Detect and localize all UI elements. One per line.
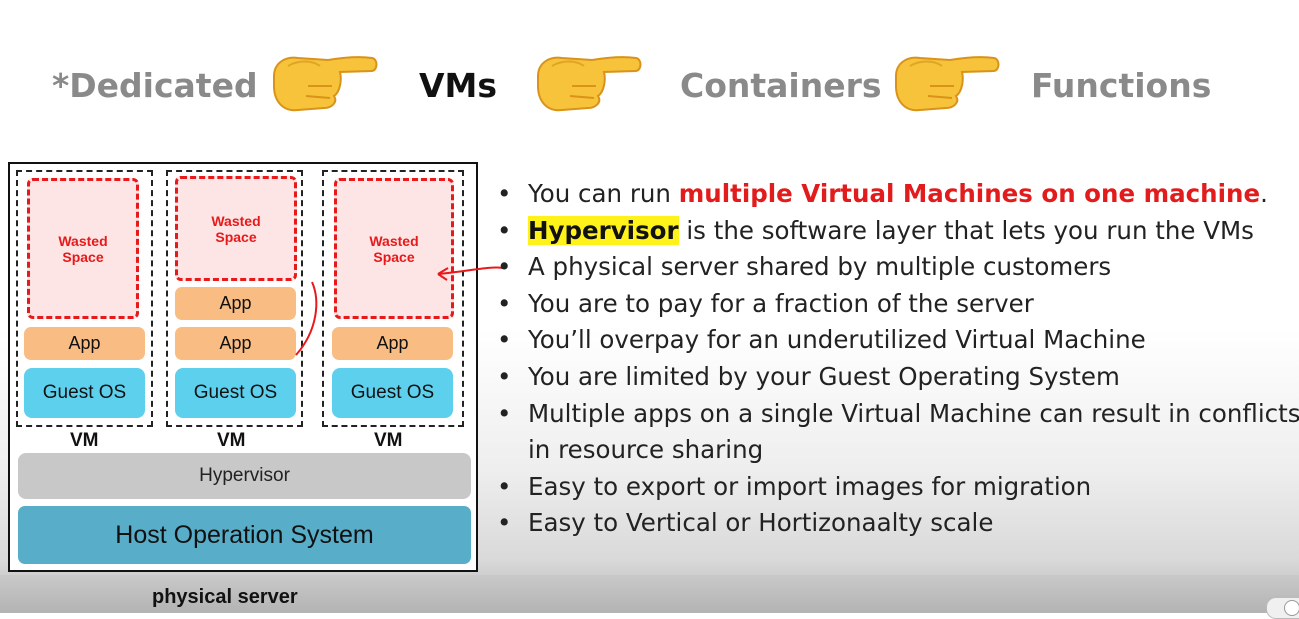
bullet-text-continued: in resource sharing — [528, 435, 764, 465]
app-block: App — [175, 287, 296, 320]
app-block: App — [175, 327, 296, 360]
nav-functions: Functions — [1031, 66, 1212, 105]
vm-box — [322, 170, 464, 427]
nav-vms: VMs — [419, 66, 498, 105]
app-block: App — [332, 327, 453, 360]
nav-containers: Containers — [680, 66, 882, 105]
host-os-layer: Host Operation System — [18, 506, 471, 564]
nav-dedicated: *Dedicated — [52, 66, 258, 105]
bullet-text: is the software layer that lets you run … — [678, 215, 1254, 245]
bullet-item: Multiple apps on a single Virtual Machin… — [497, 396, 1299, 469]
bullet-text: . — [1260, 179, 1268, 208]
bullet-text: Multiple apps on a single Virtual Machin… — [528, 398, 1299, 428]
highlighted-term: Hypervisor — [528, 215, 679, 245]
guest-os: Guest OS — [332, 368, 453, 418]
bullet-item: A physical server shared by multiple cus… — [497, 249, 1297, 286]
bullet-text: You can run — [528, 179, 679, 208]
bottom-bar — [0, 575, 1299, 613]
wasted-space: Wasted Space — [175, 176, 297, 281]
vm-label: VM — [217, 430, 246, 451]
pointing-hand-icon — [273, 56, 378, 112]
hypervisor-layer: Hypervisor — [18, 453, 471, 499]
bullet-item: You’ll overpay for an underutilized Virt… — [497, 322, 1297, 359]
bullet-list: You can run multiple Virtual Machines on… — [497, 176, 1299, 542]
toggle-knob-icon[interactable] — [1284, 600, 1299, 616]
guest-os: Guest OS — [24, 368, 145, 418]
guest-os: Guest OS — [175, 368, 296, 418]
physical-server-caption: physical server — [152, 586, 298, 608]
wasted-space: Wasted Space — [334, 178, 454, 319]
emphasis-text: multiple Virtual Machines on one machine — [678, 179, 1261, 208]
bullet-item: You are limited by your Guest Operating … — [497, 359, 1297, 396]
vm-box — [16, 170, 153, 427]
bullet-item: Hypervisor is the software layer that le… — [497, 213, 1297, 250]
pointing-hand-icon — [895, 56, 1000, 112]
pointing-hand-icon — [537, 56, 642, 112]
bullet-item: You can run multiple Virtual Machines on… — [497, 176, 1297, 213]
vm-label: VM — [374, 430, 403, 451]
bullet-item: Easy to export or import images for migr… — [497, 469, 1297, 506]
vm-label: VM — [70, 430, 99, 451]
bullet-item: Easy to Vertical or Hortizonaalty scale — [497, 505, 1297, 542]
wasted-space: Wasted Space — [27, 178, 139, 319]
bullet-item: You are to pay for a fraction of the ser… — [497, 286, 1297, 323]
app-block: App — [24, 327, 145, 360]
